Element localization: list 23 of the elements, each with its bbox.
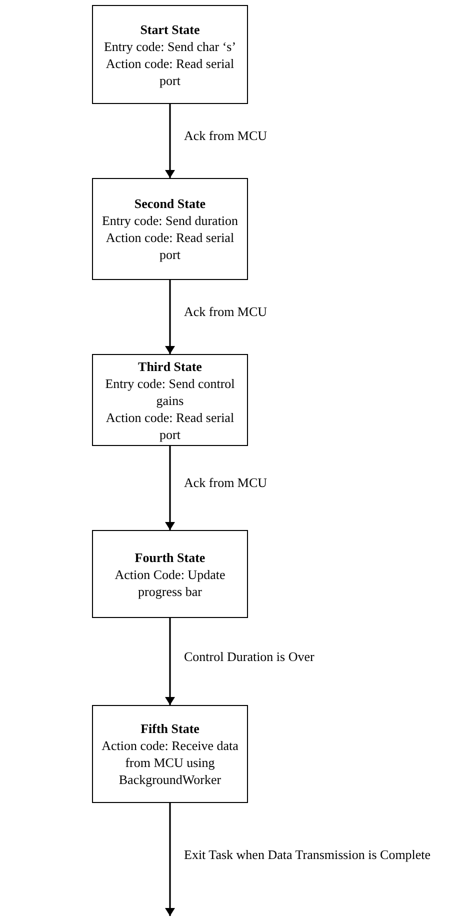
state-box — [92, 5, 248, 104]
arrow — [165, 104, 175, 178]
state-text: Entry code: Send duration — [102, 212, 238, 229]
state-title: Start State — [140, 20, 200, 38]
state-text: Action code: Receive data from MCU using BackgroundWorker — [100, 737, 240, 788]
state-title: Fifth State — [140, 720, 200, 737]
state-box — [92, 530, 248, 618]
state-title: Third State — [138, 358, 202, 374]
arrow — [165, 803, 175, 916]
state-text: Entry code: Send char ‘s’ — [104, 38, 236, 54]
arrow — [165, 446, 175, 530]
state-title: Fourth State — [134, 548, 206, 566]
state-text: Entry code: Send control gains — [104, 374, 236, 408]
arrow — [165, 618, 175, 705]
state-box — [92, 705, 248, 803]
state-text: Action code: Read serial port — [104, 54, 236, 88]
state-text: Action code: Read serial port — [104, 408, 236, 442]
state-title: Second State — [134, 195, 206, 212]
state-box — [92, 178, 248, 280]
state-text: Action code: Read serial port — [104, 229, 236, 263]
arrow — [165, 280, 175, 354]
state-text: Action Code: Update progress bar — [114, 566, 226, 600]
state-box — [92, 354, 248, 446]
